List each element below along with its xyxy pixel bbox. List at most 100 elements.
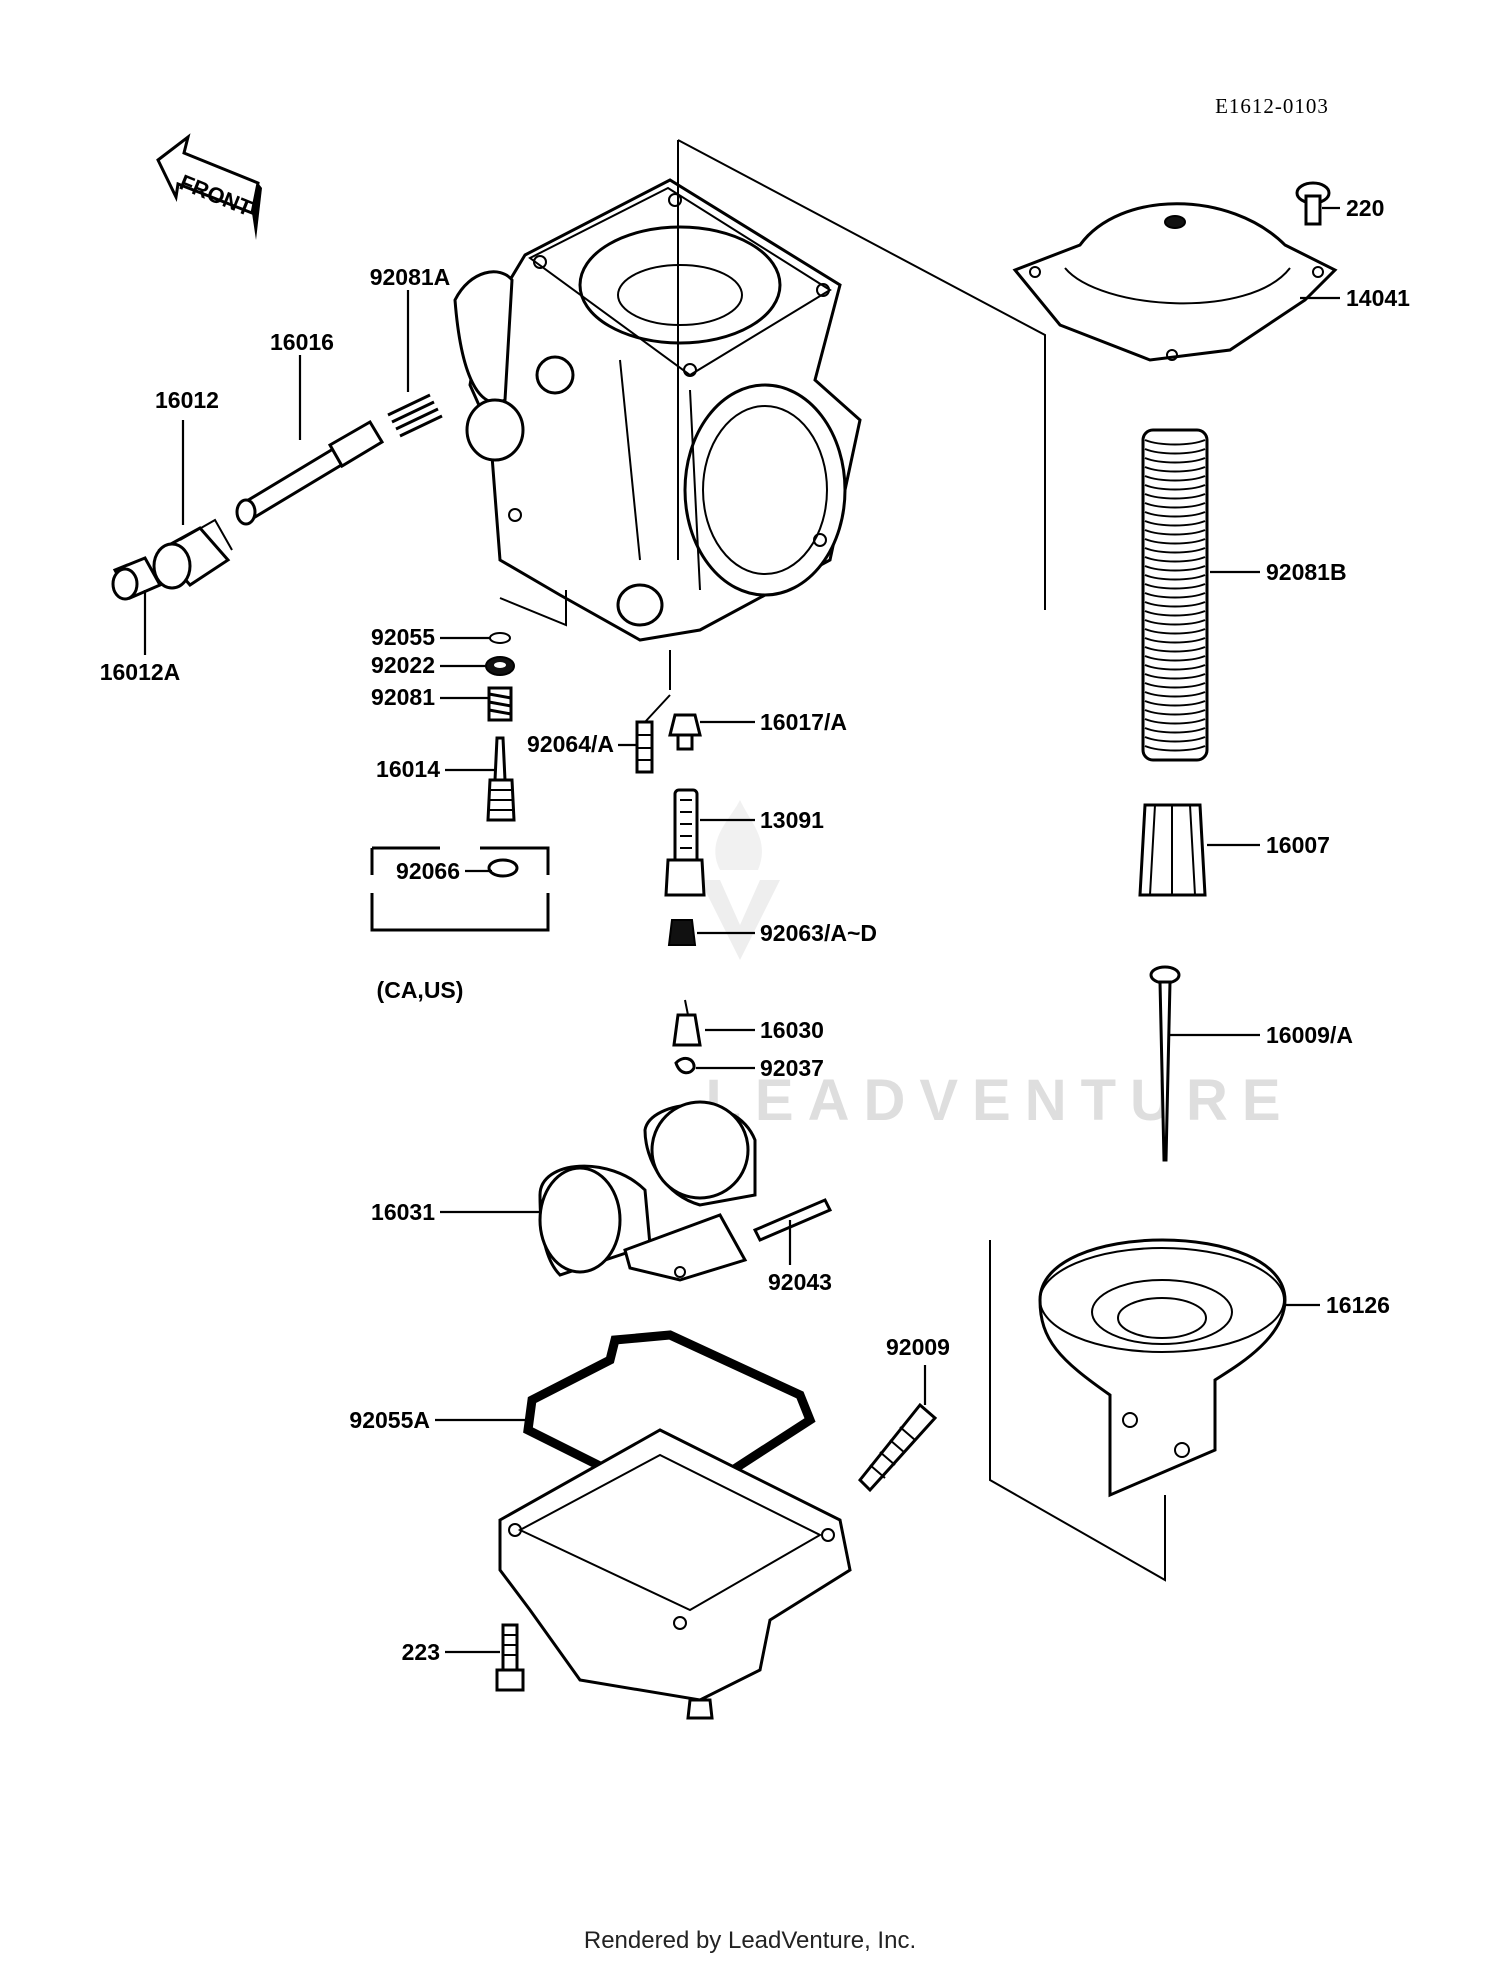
screw-220 <box>1295 181 1331 226</box>
front-arrow-icon: FRONT <box>156 133 262 240</box>
watermark: LEADVENTURE <box>700 800 1294 1133</box>
spring-coil <box>1144 565 1206 572</box>
top-cover <box>1012 202 1338 362</box>
spring-coil <box>1144 709 1206 716</box>
top-cover-guide-line <box>677 139 1046 610</box>
part-labels: 220 14041 92081A 16016 16012 16012A 9208… <box>100 195 1410 1665</box>
spring-coil <box>1144 457 1206 464</box>
jet-needle-16009A <box>1149 965 1181 1162</box>
diaphragm-16126 <box>1038 1238 1287 1498</box>
spring-coil <box>1144 520 1206 527</box>
spring-coil <box>1144 646 1206 653</box>
part-label-223: 223 <box>402 1639 440 1665</box>
plunger-cap-16012 <box>152 518 233 590</box>
part-label-92055: 92055 <box>371 624 435 650</box>
part-label-16012: 16012 <box>155 387 219 413</box>
spring-coil <box>1144 484 1206 491</box>
spring-coil <box>1144 475 1206 482</box>
spring-92081 <box>487 686 513 722</box>
part-label-16031: 16031 <box>371 1199 435 1225</box>
spring-coil <box>1144 511 1206 518</box>
spring-coil <box>1144 574 1206 581</box>
float-valve-16030 <box>672 999 702 1047</box>
part-label-14041: 14041 <box>1346 285 1410 311</box>
plug-92064A <box>635 720 654 774</box>
pilot-jet-16017A <box>668 713 702 751</box>
pilot-screw-16014 <box>486 736 516 822</box>
spring-coil <box>1144 547 1206 554</box>
region-note-label: (CA,US) <box>377 977 464 1003</box>
part-label-16012A: 16012A <box>100 659 181 685</box>
spring-coil <box>1144 736 1206 743</box>
part-label-92081B: 92081B <box>1266 559 1347 585</box>
spring-coil <box>1144 493 1206 500</box>
spring-coil <box>1144 610 1206 617</box>
spring-coil <box>1144 682 1206 689</box>
spring-coil <box>1144 745 1206 752</box>
part-label-16007: 16007 <box>1266 832 1330 858</box>
spring-coil <box>1144 700 1206 707</box>
spring-coil <box>1144 727 1206 734</box>
watermark-logo <box>700 800 780 960</box>
part-label-220: 220 <box>1346 195 1384 221</box>
part-label-92055A: 92055A <box>349 1407 430 1433</box>
spring-coil <box>1144 556 1206 563</box>
spring-coil <box>1144 502 1206 509</box>
washer-92022 <box>485 656 515 676</box>
spring-coil <box>1144 619 1206 626</box>
part-label-92064A: 92064/A <box>527 731 614 757</box>
cap-16012A <box>111 556 163 601</box>
spring-coil <box>1144 583 1206 590</box>
part-label-92066: 92066 <box>396 858 460 884</box>
part-label-16016: 16016 <box>270 329 334 355</box>
main-jet-92063 <box>667 919 697 946</box>
diaphragm-guide-line <box>989 1240 1166 1582</box>
spring-coil <box>1144 448 1206 455</box>
part-label-92037: 92037 <box>760 1055 824 1081</box>
spring-92081B <box>1141 428 1209 762</box>
jet-guide-line <box>644 650 671 723</box>
carburetor-body <box>453 178 862 642</box>
clip-92037 <box>674 1056 696 1075</box>
spring-coil <box>1144 592 1206 599</box>
float-16031 <box>538 1100 757 1282</box>
part-label-92043: 92043 <box>768 1269 832 1295</box>
spring-coil <box>1144 655 1206 662</box>
diagram-code: E1612-0103 <box>1215 94 1329 118</box>
watermark-text: LEADVENTURE <box>705 1068 1294 1133</box>
spring-coil <box>1144 718 1206 725</box>
float-pin-92043 <box>752 1198 833 1242</box>
part-label-92009: 92009 <box>886 1334 950 1360</box>
spring-coil <box>1144 673 1206 680</box>
region-note-box: (CA,US) <box>370 846 550 1003</box>
needle-holder-16007 <box>1138 803 1207 897</box>
part-label-16009A: 16009/A <box>1266 1022 1353 1048</box>
part-label-16014: 16014 <box>376 756 440 782</box>
part-label-16030: 16030 <box>760 1017 824 1043</box>
spring-coil <box>1144 529 1206 536</box>
spring-coil <box>1144 466 1206 473</box>
drain-screw-92009 <box>857 1402 938 1493</box>
starter-plunger-16016 <box>235 419 385 526</box>
part-label-92022: 92022 <box>371 652 435 678</box>
part-label-92081: 92081 <box>371 684 435 710</box>
part-label-16126: 16126 <box>1326 1292 1390 1318</box>
spring-coil <box>1144 628 1206 635</box>
spring-coil <box>1144 601 1206 608</box>
oring-92055 <box>489 632 511 644</box>
spring-coil <box>1144 439 1206 446</box>
part-label-13091: 13091 <box>760 807 824 833</box>
spring-92081A <box>387 393 443 438</box>
needle-jet-13091 <box>664 788 706 897</box>
part-label-92081A: 92081A <box>370 264 451 290</box>
part-label-16017A: 16017/A <box>760 709 847 735</box>
spring-coil <box>1144 637 1206 644</box>
part-label-92063: 92063/A~D <box>760 920 877 946</box>
pilot-jet-guide-line <box>499 590 567 627</box>
spring-coil <box>1144 691 1206 698</box>
footer-credit: Rendered by LeadVenture, Inc. <box>584 1927 916 1954</box>
spring-coil <box>1144 538 1206 545</box>
screw-223 <box>495 1623 525 1692</box>
